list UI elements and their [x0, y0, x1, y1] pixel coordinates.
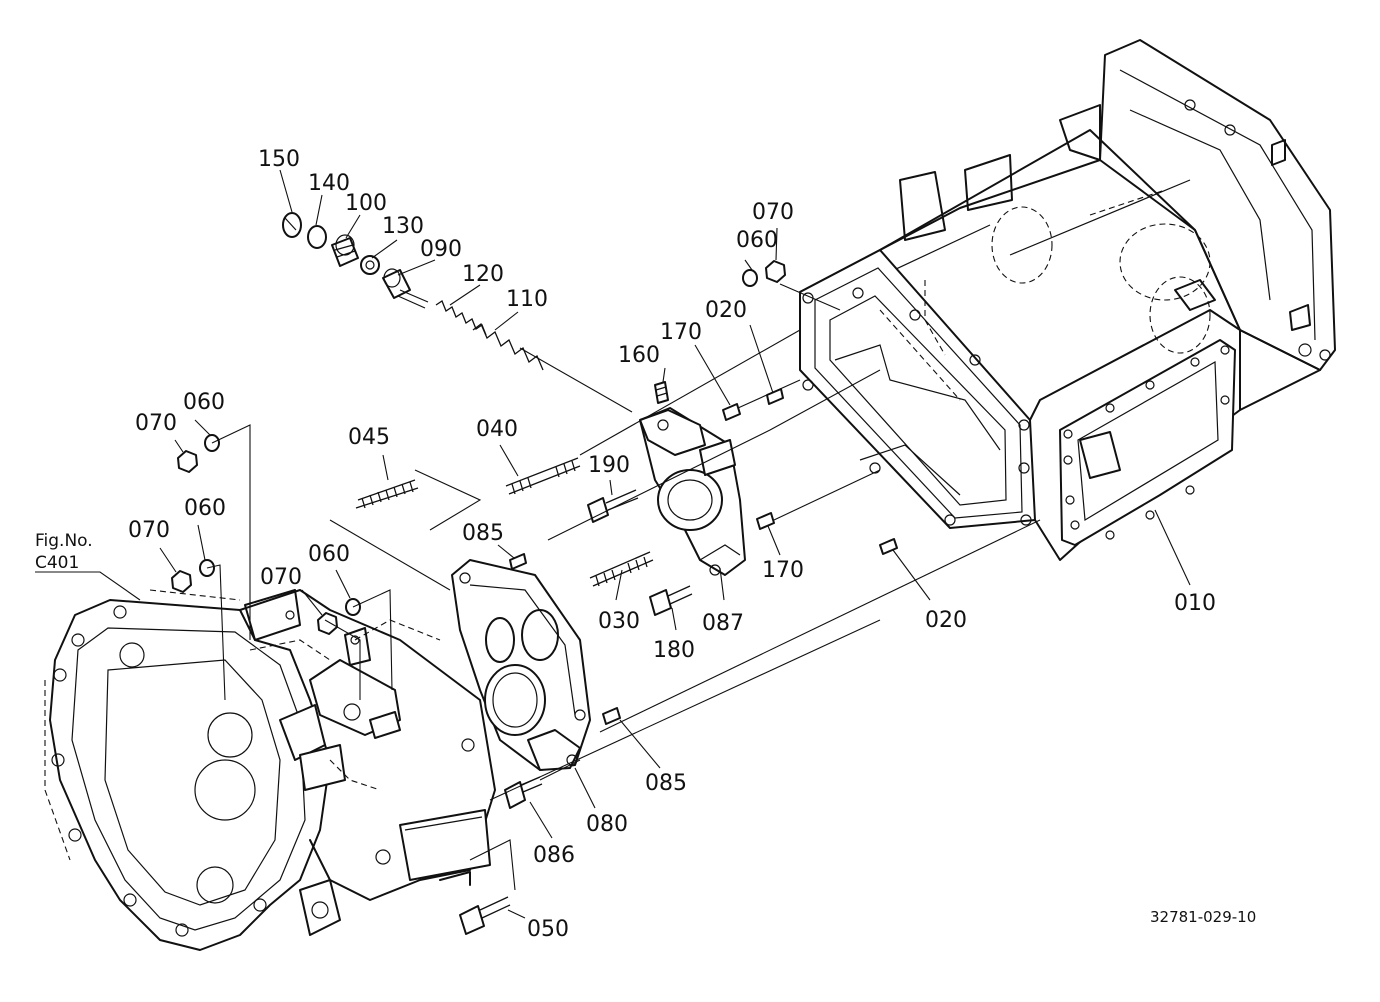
callout-130: 130 [382, 214, 424, 239]
figure-reference-line2: C401 [35, 553, 79, 573]
callout-045: 045 [348, 425, 390, 450]
callout-087: 087 [702, 611, 744, 636]
callout-085-a: 085 [462, 521, 504, 546]
callout-160: 160 [618, 343, 660, 368]
callout-120: 120 [462, 262, 504, 287]
callout-060-b: 060 [183, 390, 225, 415]
callout-100: 100 [345, 191, 387, 216]
callout-085-b: 085 [645, 771, 687, 796]
callout-070-b: 070 [135, 411, 177, 436]
valve-parts [282, 212, 669, 404]
callout-080: 080 [586, 812, 628, 837]
callout-090: 090 [420, 237, 462, 262]
bearing-holder-080 [451, 559, 591, 771]
callout-leaders [35, 169, 1191, 919]
alignment-lines [206, 283, 1041, 891]
callout-labels: 150 140 100 130 090 120 110 060 070 170 … [35, 147, 1256, 942]
callout-020-b: 020 [925, 608, 967, 633]
callout-060-a: 060 [736, 228, 778, 253]
fasteners [171, 260, 898, 935]
callout-010: 010 [1174, 591, 1216, 616]
callout-060-c: 060 [184, 496, 226, 521]
front-housing [44, 589, 496, 951]
bracket-087 [639, 407, 746, 576]
figure-reference-line1: Fig.No. [35, 531, 93, 551]
callout-150: 150 [258, 147, 300, 172]
callout-190: 190 [588, 453, 630, 478]
callout-070-a: 070 [752, 200, 794, 225]
callout-050: 050 [527, 917, 569, 942]
callout-110: 110 [506, 287, 548, 312]
callout-140: 140 [308, 171, 350, 196]
callout-040: 040 [476, 417, 518, 442]
callout-086: 086 [533, 843, 575, 868]
callout-070-c: 070 [128, 518, 170, 543]
callout-070-d: 070 [260, 565, 302, 590]
callout-170-b: 170 [762, 558, 804, 583]
callout-170-a: 170 [660, 320, 702, 345]
drawing-code: 32781-029-10 [1150, 908, 1256, 926]
transmission-case-010 [799, 39, 1336, 561]
callout-180: 180 [653, 638, 695, 663]
callout-060-d: 060 [308, 542, 350, 567]
callout-030: 030 [598, 609, 640, 634]
callout-020-a: 020 [705, 298, 747, 323]
